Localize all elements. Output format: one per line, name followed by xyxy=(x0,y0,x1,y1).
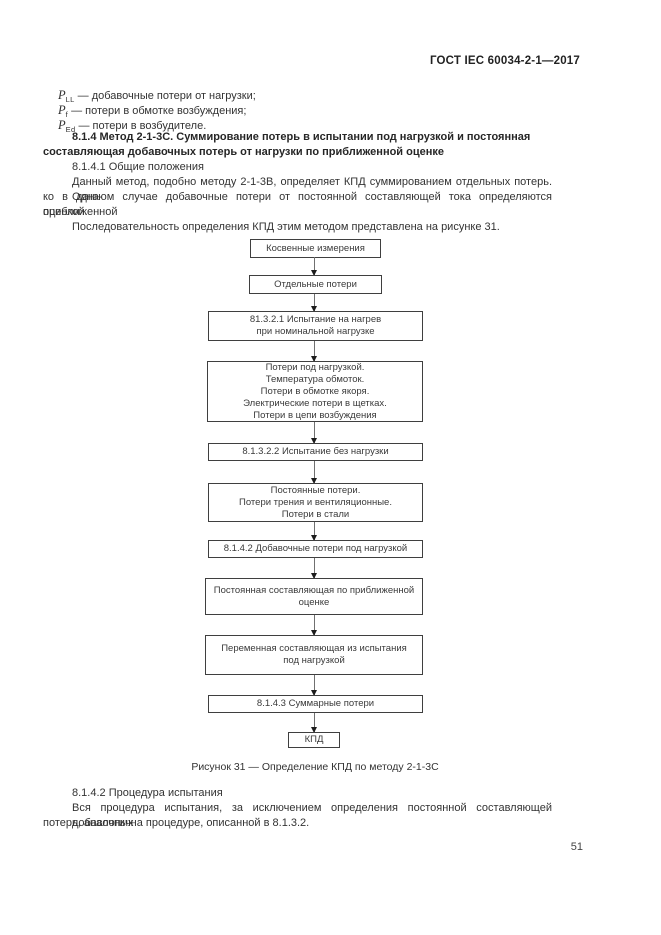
symbol-description: — добавочные потери от нагрузки; xyxy=(77,90,256,102)
flowchart-box-text: Потери в цепи возбуждения xyxy=(253,409,377,421)
section-heading-line: 8.1.4 Метод 2-1-3С. Суммирование потерь … xyxy=(72,131,531,143)
symbol-p: P xyxy=(58,88,66,102)
section-8-1-4-2-text: 8.1.4.2 Процедура испытания Вся процедур… xyxy=(43,786,552,831)
arrow-down-connector xyxy=(311,558,317,579)
arrow-down-connector xyxy=(311,461,317,484)
subsection-heading: 8.1.4.1 Общие положения xyxy=(72,161,204,173)
paragraph-line: Данный метод, подобно методу 2-1-3В, опр… xyxy=(72,176,552,203)
symbol-subscript: Ed xyxy=(65,125,76,134)
flowchart-box-text: Потери под нагрузкой. xyxy=(265,361,365,373)
flowchart-box-text: Постоянная составляющая по приближенной xyxy=(213,584,415,596)
flowchart-box-no-load-test: 8.1.3.2.2 Испытание без нагрузки xyxy=(208,443,423,461)
flowchart-box-text: 8.1.3.2.2 Испытание без нагрузки xyxy=(242,446,389,457)
symbol-p: P xyxy=(58,118,66,132)
paragraph-line: потерь, аналогична процедуре, описанной … xyxy=(43,817,310,829)
paragraph-line: Вся процедура испытания, за исключением … xyxy=(72,802,552,829)
section-8-1-4-text: 8.1.4 Метод 2-1-3С. Суммирование потерь … xyxy=(43,130,552,235)
subsection-heading: 8.1.4.2 Процедура испытания xyxy=(72,787,223,799)
symbol-subscript: f xyxy=(65,110,69,119)
flowchart-box-text: под нагрузкой xyxy=(283,655,345,666)
flowchart-box-text: КПД xyxy=(304,734,324,745)
paragraph-line: Последовательность определения КПД этим … xyxy=(72,221,500,233)
flowchart-box-indirect-measurements: Косвенные измерения xyxy=(250,239,381,258)
arrow-down-connector xyxy=(311,294,317,312)
flowchart-box-text: 8.1.4.2 Добавочные потери под нагрузкой xyxy=(223,543,408,554)
flowchart-box-text: Косвенные измерения xyxy=(266,242,365,254)
arrow-down-connector xyxy=(311,675,317,696)
flowchart-box-efficiency: КПД xyxy=(288,732,340,748)
symbol-subscript: LL xyxy=(65,95,75,104)
arrow-down-connector xyxy=(311,257,317,276)
symbol-definition: PEd — потери в возбудителе. xyxy=(58,118,256,134)
flowchart-box-text: Потери в стали xyxy=(281,508,350,520)
flowchart-box-constant-component: Постоянная составляющая по приближенной … xyxy=(205,578,423,615)
symbol-definition: PLL — добавочные потери от нагрузки; xyxy=(58,88,256,104)
arrow-down-connector xyxy=(311,713,317,733)
flowchart-box-additional-load-losses: 8.1.4.2 Добавочные потери под нагрузкой xyxy=(208,540,423,558)
arrow-down-connector xyxy=(311,422,317,444)
arrow-down-connector xyxy=(311,522,317,541)
flowchart-box-text: 8.1.4.3 Суммарные потери xyxy=(256,698,375,709)
flowchart-box-text: Отдельные потери xyxy=(274,278,357,290)
flowchart-box-text: Температура обмоток. xyxy=(265,373,365,385)
arrow-down-connector xyxy=(311,341,317,362)
paragraph-line: ко в данном случае добавочные потери от … xyxy=(43,191,552,218)
flowchart-box-text: Переменная составляющая из испытания xyxy=(221,643,407,654)
flowchart-box-load-losses: Потери под нагрузкой. Температура обмото… xyxy=(207,361,423,422)
symbol-p: P xyxy=(58,103,66,117)
flowchart-box-text: Потери в обмотке якоря. xyxy=(260,385,370,397)
section-heading-line: составляющая добавочных потерь от нагруз… xyxy=(43,146,444,158)
flowchart-box-text: Потери трения и вентиляционные. xyxy=(239,496,392,508)
flowchart-box-text: оценке xyxy=(298,596,330,608)
symbol-definitions-list: PLL — добавочные потери от нагрузки; Pf … xyxy=(58,88,256,134)
page-number: 51 xyxy=(570,841,583,853)
document-code-header: ГОСТ IEC 60034-2-1—2017 xyxy=(429,55,580,67)
symbol-description: — потери в обмотке возбуждения; xyxy=(71,105,247,117)
flowchart-box-total-losses: 8.1.4.3 Суммарные потери xyxy=(208,695,423,713)
flowchart-box-constant-losses: Постоянные потери. Потери трения и венти… xyxy=(208,483,423,522)
flowchart-box-text: Электрические потери в щетках. xyxy=(243,397,387,409)
figure-caption: Рисунок 31 — Определение КПД по методу 2… xyxy=(191,761,439,773)
flowchart-box-text: 81.3.2.1 Испытание на нагрев xyxy=(249,314,382,325)
flowchart-box-text: Постоянные потери. xyxy=(270,484,361,496)
flowchart-box-separate-losses: Отдельные потери xyxy=(249,275,382,294)
symbol-definition: Pf — потери в обмотке возбуждения; xyxy=(58,103,256,119)
flowchart-box-heat-test: 81.3.2.1 Испытание на нагрев при номинал… xyxy=(208,311,423,341)
symbol-description: — потери в возбудителе. xyxy=(78,120,207,132)
flowchart-box-text: при номинальной нагрузке xyxy=(256,326,375,337)
arrow-down-connector xyxy=(311,615,317,636)
flowchart-box-variable-component: Переменная составляющая из испытания под… xyxy=(205,635,423,675)
paragraph-line: оценкой. xyxy=(43,206,88,218)
